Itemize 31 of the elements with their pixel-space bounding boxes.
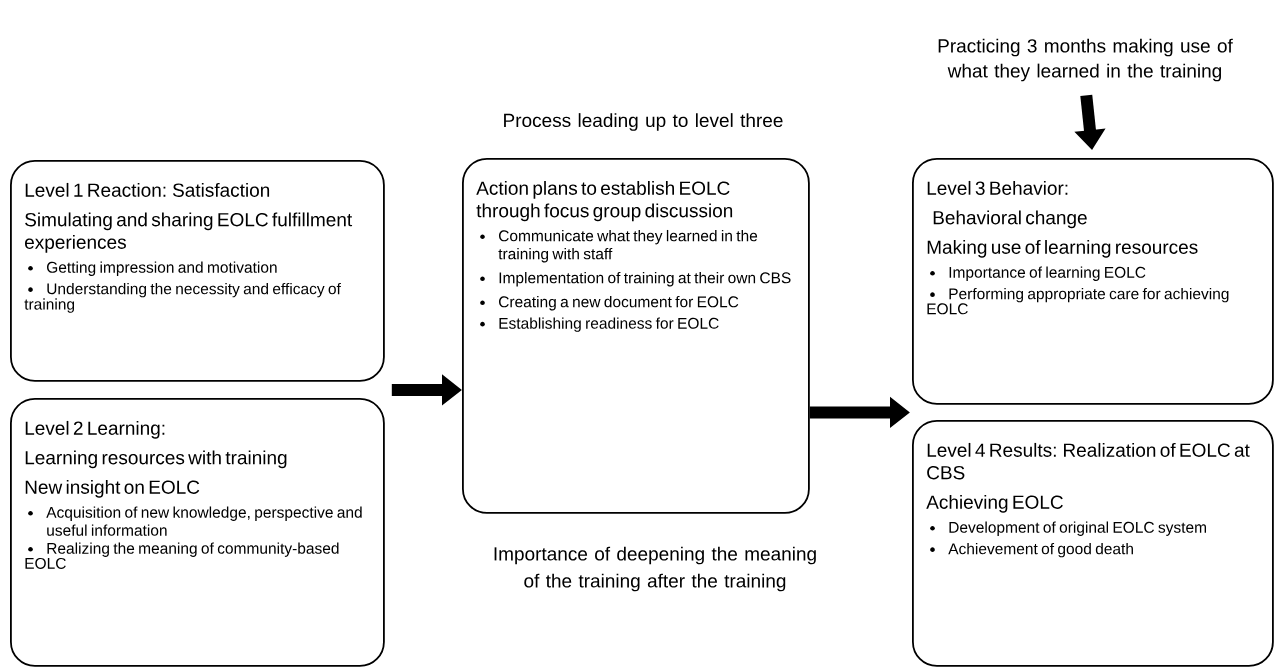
bullet-item: Realizing the meaning of community-based EOLC xyxy=(25,542,339,569)
heading-text: Level 3 Behavior: xyxy=(927,180,1068,195)
bullet-item: Creating a new document for EOLC xyxy=(480,295,739,311)
heading-text: New insight on EOLC xyxy=(25,479,200,498)
bullet-item: Achievement of good death xyxy=(930,542,1133,558)
heading-text: Level 4 Results: Realization of EOLC at CBS xyxy=(927,442,1250,480)
bullet-item: Understanding the necessity and efficacy of training xyxy=(24,282,341,313)
rounded-box xyxy=(10,160,385,382)
bullet-item: Communicate what they learned in the training with staff xyxy=(480,229,758,263)
heading-text: Action plans to establish EOLC through focus group discussion xyxy=(476,180,733,222)
heading-text: Level 2 Learning: xyxy=(25,420,165,439)
bullet-item: Performing appropriate care for achieving EOLC xyxy=(927,287,1229,315)
rounded-box xyxy=(912,420,1274,667)
bullet-item: Development of original EOLC system xyxy=(930,521,1206,536)
heading-text: Learning resources with training xyxy=(25,450,287,469)
rounded-box xyxy=(10,398,385,667)
caption-text: Importance of deepening the meaning of the training after the training xyxy=(494,546,816,592)
rounded-box xyxy=(912,158,1274,405)
heading-text: Behavioral change xyxy=(933,210,1087,229)
caption-text: Process leading up to level three xyxy=(504,113,783,131)
bullet-item: Establishing readiness for EOLC xyxy=(480,317,719,332)
bullet-item: Implementation of training at their own CBS xyxy=(480,271,791,287)
heading-text: Making use of learning resources xyxy=(927,239,1198,258)
rounded-box xyxy=(462,158,810,514)
bullet-item: Acquisition of new knowledge, perspective and useful information xyxy=(28,506,362,536)
heading-text: Achieving EOLC xyxy=(926,494,1063,513)
heading-text: Simulating and sharing EOLC fulfillment experiences xyxy=(25,212,353,253)
note-text: Practicing 3 months making use of what they learned in the training xyxy=(938,38,1233,82)
bullet-item: Getting impression and motivation xyxy=(28,261,277,276)
heading-text: Level 1 Reaction: Satisfaction xyxy=(25,182,270,197)
bullet-item: Importance of learning EOLC xyxy=(930,266,1146,281)
